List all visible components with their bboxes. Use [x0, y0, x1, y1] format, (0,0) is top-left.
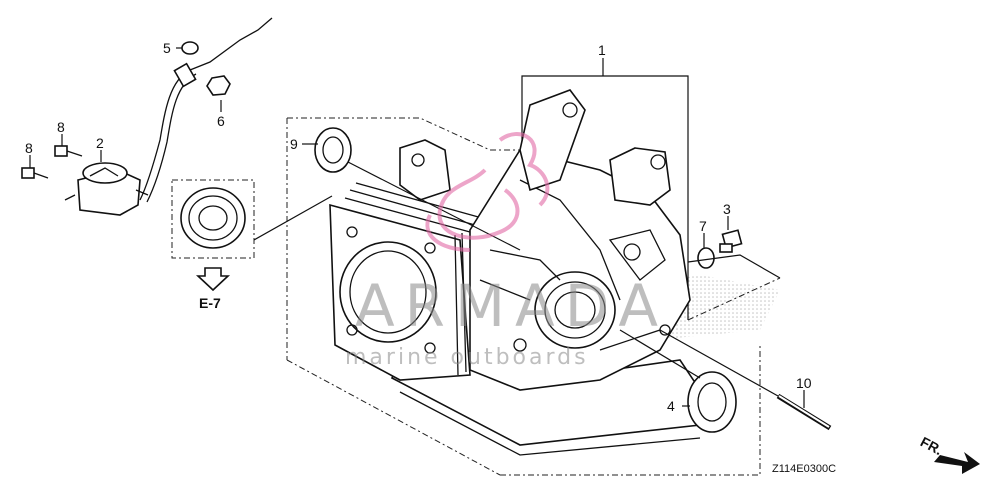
- callout-5: 5: [163, 40, 171, 56]
- part-10-stud: [659, 329, 832, 431]
- callout-6: 6: [217, 113, 225, 129]
- watermark-line-1: ARMADA: [355, 272, 668, 340]
- watermark-line-2: marine outboards: [345, 345, 589, 370]
- callout-3: 3: [723, 201, 731, 217]
- callout-2: 2: [96, 135, 104, 151]
- part-3-drain-bolt: [719, 229, 743, 253]
- leader-lines: [29, 47, 805, 408]
- diagram-code: Z114E0300C: [772, 463, 836, 475]
- cylinder-block: [329, 89, 713, 456]
- callout-7: 7: [699, 218, 707, 234]
- callout-8b: 8: [25, 140, 33, 156]
- callout-10: 10: [796, 375, 812, 391]
- reference-label: E-7: [199, 295, 221, 311]
- watermark: ARMADA marine outboards: [345, 132, 668, 370]
- bearing-reference: [171, 179, 333, 292]
- front-direction-arrow: [934, 452, 980, 474]
- part-5-washer: [181, 41, 199, 55]
- callout-8a: 8: [57, 119, 65, 135]
- part-9-bearing: [314, 127, 521, 251]
- part-2-oil-sensor: [64, 17, 273, 216]
- callout-1: 1: [598, 42, 606, 58]
- direction-label: FR.: [918, 433, 945, 458]
- watermark-logo: [425, 132, 550, 252]
- callout-4: 4: [667, 398, 675, 414]
- callout-9: 9: [290, 136, 298, 152]
- part-4-oil-seal: [619, 329, 737, 433]
- part-8-bolts: [21, 145, 83, 179]
- part-7-washer: [697, 247, 715, 269]
- part-6-nut: [206, 75, 231, 96]
